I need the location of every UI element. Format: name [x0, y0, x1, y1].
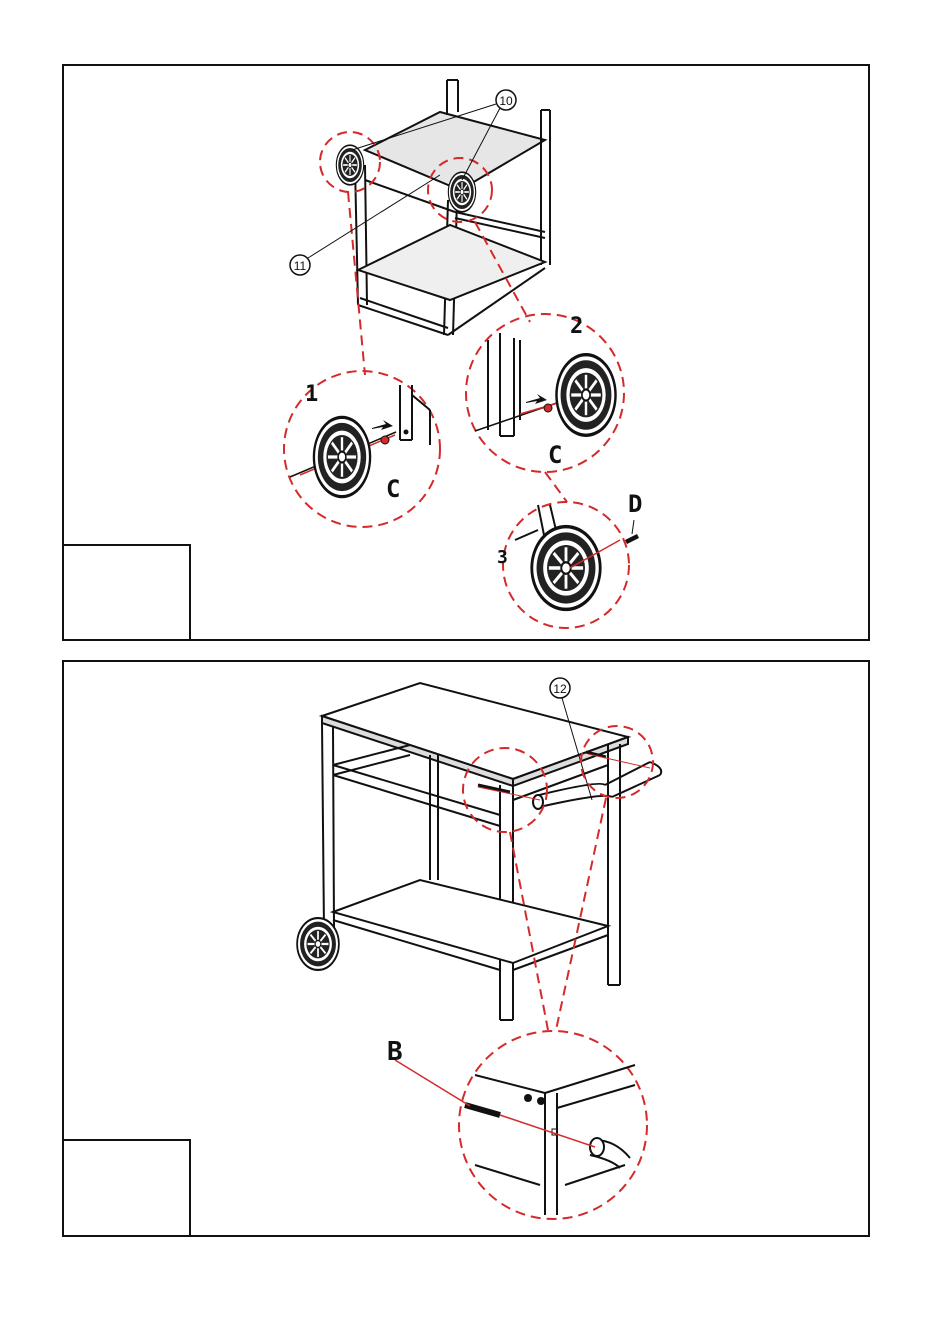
- panel-1: 10 11 1 C: [63, 65, 869, 640]
- hardware-label-c-2: C: [548, 441, 562, 469]
- panel-2: 12: [63, 661, 869, 1236]
- wheel-right-installed: [448, 172, 475, 212]
- panel-2-step-box: [63, 1140, 190, 1236]
- hardware-label-b: B: [387, 1037, 403, 1067]
- svg-text:12: 12: [553, 682, 567, 696]
- wheel-installed: [297, 918, 339, 970]
- hardware-label-d: D: [628, 490, 642, 518]
- step-1-label: 1: [305, 382, 318, 407]
- svg-text:11: 11: [294, 259, 307, 273]
- hardware-label-c-1: C: [386, 475, 400, 503]
- wheel-left-installed: [336, 145, 363, 185]
- step-2-label: 2: [570, 314, 583, 339]
- svg-text:1: 1: [305, 382, 318, 407]
- svg-text:10: 10: [499, 94, 513, 108]
- step-3-label: 3: [497, 547, 508, 568]
- panel-1-step-box: [63, 545, 190, 640]
